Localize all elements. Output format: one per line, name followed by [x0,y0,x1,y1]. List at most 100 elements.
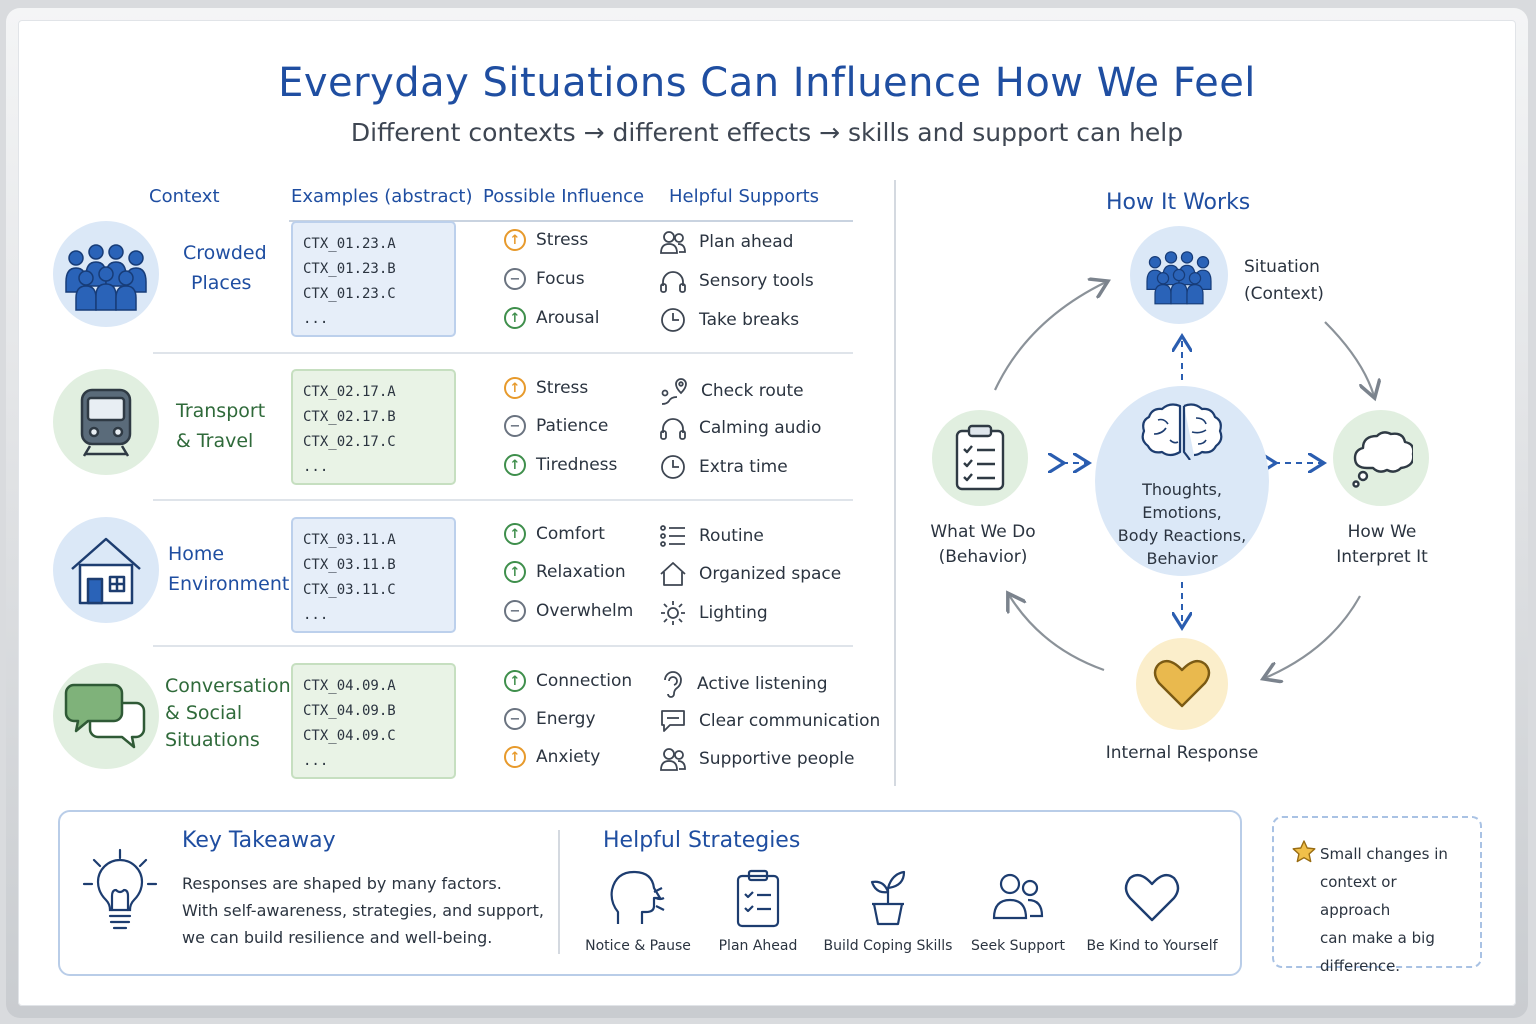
example-code: CTX_02.17.B [303,409,396,425]
section-divider [894,180,896,786]
cycle-arrow [1265,595,1361,678]
headphones-icon [660,271,686,293]
strategy-label: Notice & Pause [585,938,691,954]
minus-icon: − [504,708,526,730]
clipboard-icon [932,410,1028,506]
example-code: CTX_01.23.B [303,261,396,277]
arrow-up-icon: ↑ [504,307,526,329]
note-line: Small changes in [1320,845,1448,863]
example-code: CTX_01.23.A [303,236,396,252]
house-icon [53,517,159,623]
note-line: context or approach [1320,873,1397,919]
influence-item: −Focus [504,268,585,290]
support-item: Check route [659,377,804,405]
node-label-line: (Context) [1244,284,1324,304]
route-icon [661,378,687,405]
example-code: ... [303,311,329,327]
context-label-line: Situations [165,729,260,751]
strategy-label: Plan Ahead [718,938,798,954]
context-label-line: Transport [176,400,266,422]
takeaway-line: we can build resilience and well-being. [182,928,493,947]
clock-icon [661,308,685,332]
strategy-label: Build Coping Skills [823,938,953,954]
arrow-up-icon: ↑ [504,746,526,768]
strategy-support: Seek Support [948,868,1088,954]
column-header-influence: Possible Influence [483,186,645,207]
context-label-line: & Social [165,702,243,724]
example-code: CTX_03.11.A [303,532,396,548]
panel-divider [558,830,560,954]
influence-item: ↑ Anxiety [504,746,600,768]
row-divider [153,645,853,647]
row-divider [153,499,853,501]
context-label-transport: Transport & Travel [176,396,265,456]
influence-label: Anxiety [536,747,601,767]
response-label: Internal Response [1105,743,1259,763]
support-label: Routine [699,526,764,546]
examples-box: CTX_02.17.A CTX_02.17.B CTX_02.17.C ... [291,369,456,485]
example-code: CTX_04.09.C [303,728,396,744]
influence-label: Tiredness [536,455,618,475]
speech-icon [661,710,685,732]
center-label: Thoughts, Emotions, Body Reactions, Beha… [1118,478,1246,570]
arrow-up-icon: ↑ [504,229,526,251]
influence-item: −Overwhelm [504,600,633,622]
note-line: can make a big [1320,929,1435,947]
node-label-line: What We Do [930,522,1036,542]
support-label: Extra time [699,457,788,477]
star-icon [1292,840,1316,863]
chat-bubbles-icon [53,663,159,769]
context-label-home: Home Environment [168,539,289,599]
arrow-up-icon: ↑ [504,454,526,476]
example-code: CTX_03.11.C [303,582,396,598]
strategy-kind: Be Kind to Yourself [1082,868,1222,954]
home-outline-icon [660,562,686,586]
strategy-notice: Notice & Pause [568,868,708,954]
node-label-line: (Behavior) [938,547,1028,567]
context-label-line: Home [168,543,225,565]
arrow-up-icon: ↑ [504,561,526,583]
examples-box: CTX_03.11.A CTX_03.11.B CTX_03.11.C ... [291,517,456,633]
column-header-context: Context [149,186,220,207]
example-code: CTX_02.17.A [303,384,396,400]
plant-icon [870,870,906,926]
lightbulb-icon [82,848,158,930]
support-item: Organized space [659,561,841,587]
influence-item: ↑ Tiredness [504,454,617,476]
node-label-line: How We [1347,522,1417,542]
influence-item: ↑Stress [504,229,588,251]
clock-icon [661,455,685,479]
cycle-arrow [1324,321,1374,396]
how-it-works-title: How It Works [1106,190,1251,215]
note-box: Small changes in context or approach can… [1272,816,1482,975]
influence-label: Energy [536,709,596,729]
situation-crowd-icon [1130,226,1228,324]
node-label-line: Thoughts, [1142,480,1222,499]
takeaway-line: With self-awareness, strategies, and sup… [182,901,544,920]
cycle-arrow [1009,595,1105,672]
note-line: difference. [1320,957,1401,975]
influence-label: Focus [536,269,585,289]
support-item: Routine [659,523,764,549]
heart-outline-icon [1124,873,1180,922]
influence-label: Connection [536,671,633,691]
context-label-social: Conversations & Social Situations [165,673,301,754]
ear-icon [664,671,682,698]
column-header-examples: Examples (abstract) [291,186,473,207]
example-code: CTX_04.09.A [303,678,396,694]
page-subtitle: Different contexts → different effects →… [350,118,1184,147]
whiteboard: Everyday Situations Can Influence How We… [18,20,1516,1006]
support-label: Clear communication [699,711,881,731]
row-divider [153,352,853,354]
people-icon [660,231,686,254]
headphones-icon [660,418,686,440]
support-item: Lighting [659,600,768,626]
influence-label: Overwhelm [536,601,634,621]
influence-item: ↑Stress [504,377,588,399]
support-label: Sensory tools [699,271,814,291]
takeaway-title: Key Takeaway [182,828,336,853]
support-item: Sensory tools [659,268,814,294]
context-label-line: Places [191,272,252,294]
support-item: Clear communication [659,708,880,734]
influence-item: ↑Comfort [504,523,605,545]
